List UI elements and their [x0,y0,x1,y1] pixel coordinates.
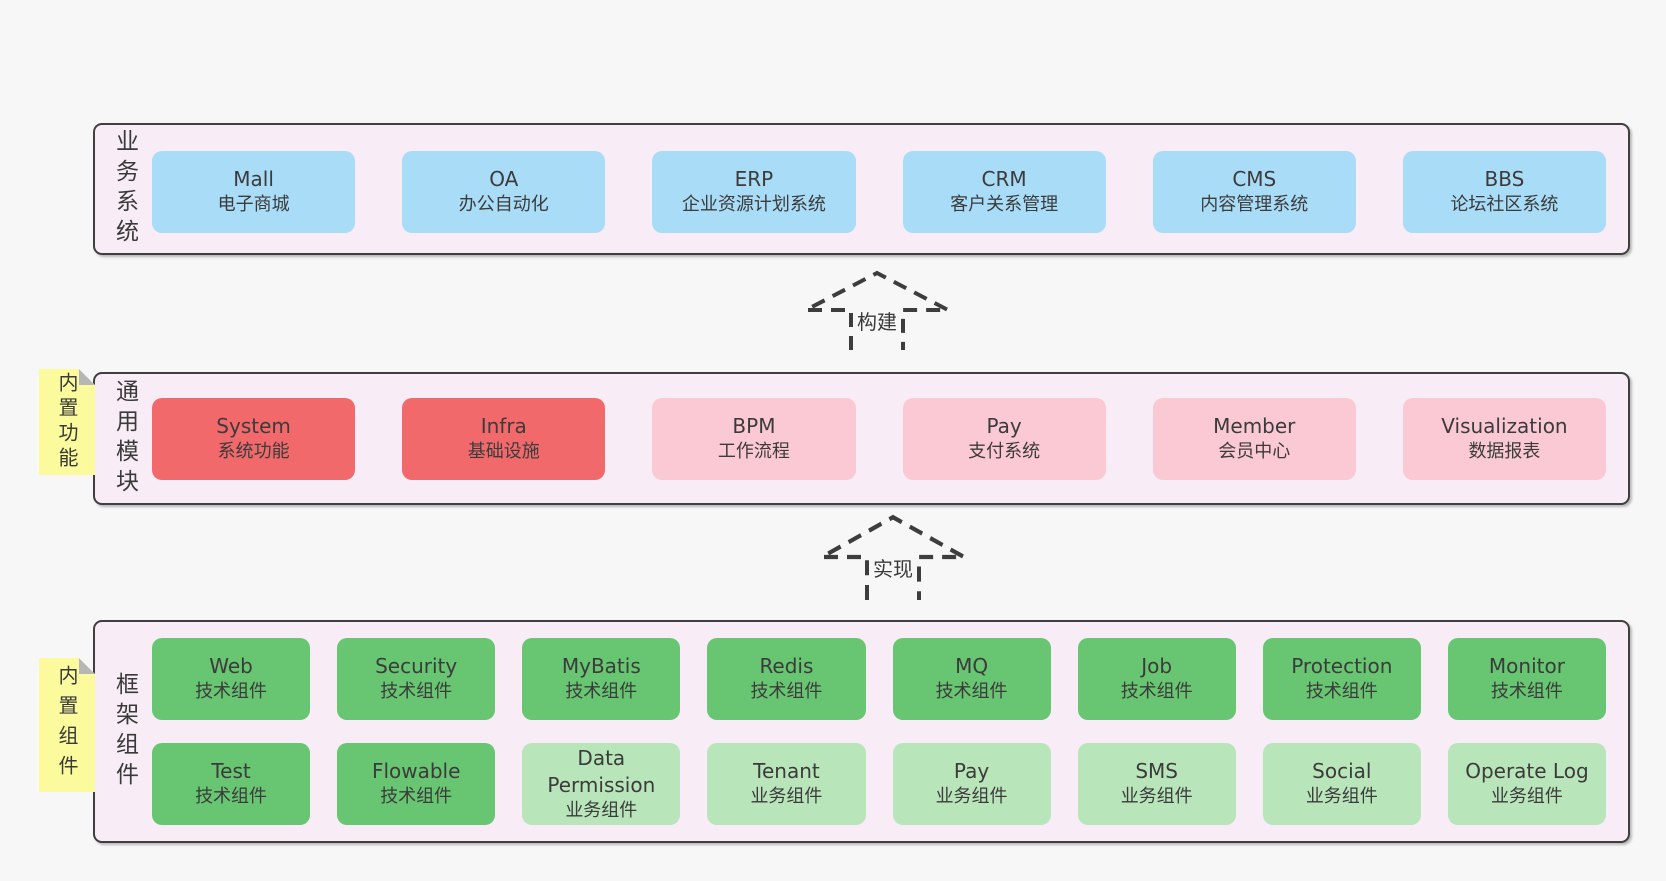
box-visualization: Visualization 数据报表 [1402,398,1607,480]
modules-box-row: System 系统功能 Infra 基础设施 BPM 工作流程 Pay 支付系统… [152,398,1607,480]
box-redis: Redis 技术组件 [707,638,866,720]
note-built-in-components: 内置组件 [39,658,95,792]
box-member: Member 会员中心 [1152,398,1356,480]
box-oa: OA 办公自动化 [402,151,606,233]
box-job: Job 技术组件 [1077,638,1236,720]
box-security: Security 技术组件 [337,638,496,720]
box-crm: CRM 客户关系管理 [902,151,1106,233]
arrow-implement-label: 实现 [870,551,916,583]
box-sms: SMS 业务组件 [1077,743,1236,825]
layer-modules-label: 通用模块 [111,378,138,499]
box-cms: CMS 内容管理系统 [1152,151,1356,233]
arrow-implement: 实现 [818,514,968,600]
box-data-permission: Data Permission 业务组件 [522,743,681,825]
box-monitor: Monitor 技术组件 [1447,638,1606,720]
box-flowable: Flowable 技术组件 [337,743,496,825]
layer-common-modules: 内置功能 通用模块 System 系统功能 Infra 基础设施 BPM 工作流… [93,372,1630,505]
box-pay-biz: Pay 业务组件 [892,743,1051,825]
box-social: Social 业务组件 [1262,743,1421,825]
layer-framework-components: 内置组件 框架组件 Web 技术组件 Security 技术组件 MyBatis… [93,620,1630,843]
business-box-row: Mall 电子商城 OA 办公自动化 ERP 企业资源计划系统 CRM 客户关系… [152,151,1607,233]
folded-corner-icon [79,658,95,674]
layer-business-label: 业务系统 [111,129,138,249]
dashed-up-arrow-icon [821,514,965,600]
layer-components-label: 框架组件 [111,671,138,792]
note-built-in-features: 内置功能 [39,369,95,475]
dashed-up-arrow-icon [805,270,949,350]
box-mybatis: MyBatis 技术组件 [522,638,681,720]
components-box-row-1: Web 技术组件 Security 技术组件 MyBatis 技术组件 Redi… [152,638,1606,720]
box-pay: Pay 支付系统 [902,398,1106,480]
box-web: Web 技术组件 [152,638,311,720]
box-mq: MQ 技术组件 [892,638,1051,720]
box-bpm: BPM 工作流程 [652,398,856,480]
box-system: System 系统功能 [152,398,356,480]
box-operate-log: Operate Log 业务组件 [1447,743,1606,825]
box-test: Test 技术组件 [152,743,311,825]
box-mall: Mall 电子商城 [152,151,356,233]
box-protection: Protection 技术组件 [1262,638,1421,720]
arrow-build: 构建 [802,270,952,350]
folded-corner-icon [79,369,95,385]
arrow-build-label: 构建 [854,305,900,337]
components-box-row-2: Test 技术组件 Flowable 技术组件 Data Permission … [152,743,1606,825]
box-erp: ERP 企业资源计划系统 [652,151,856,233]
box-bbs: BBS 论坛社区系统 [1402,151,1607,233]
layer-business-systems: 业务系统 Mall 电子商城 OA 办公自动化 ERP 企业资源计划系统 CRM… [93,123,1630,255]
box-infra: Infra 基础设施 [402,398,606,480]
box-tenant: Tenant 业务组件 [707,743,866,825]
